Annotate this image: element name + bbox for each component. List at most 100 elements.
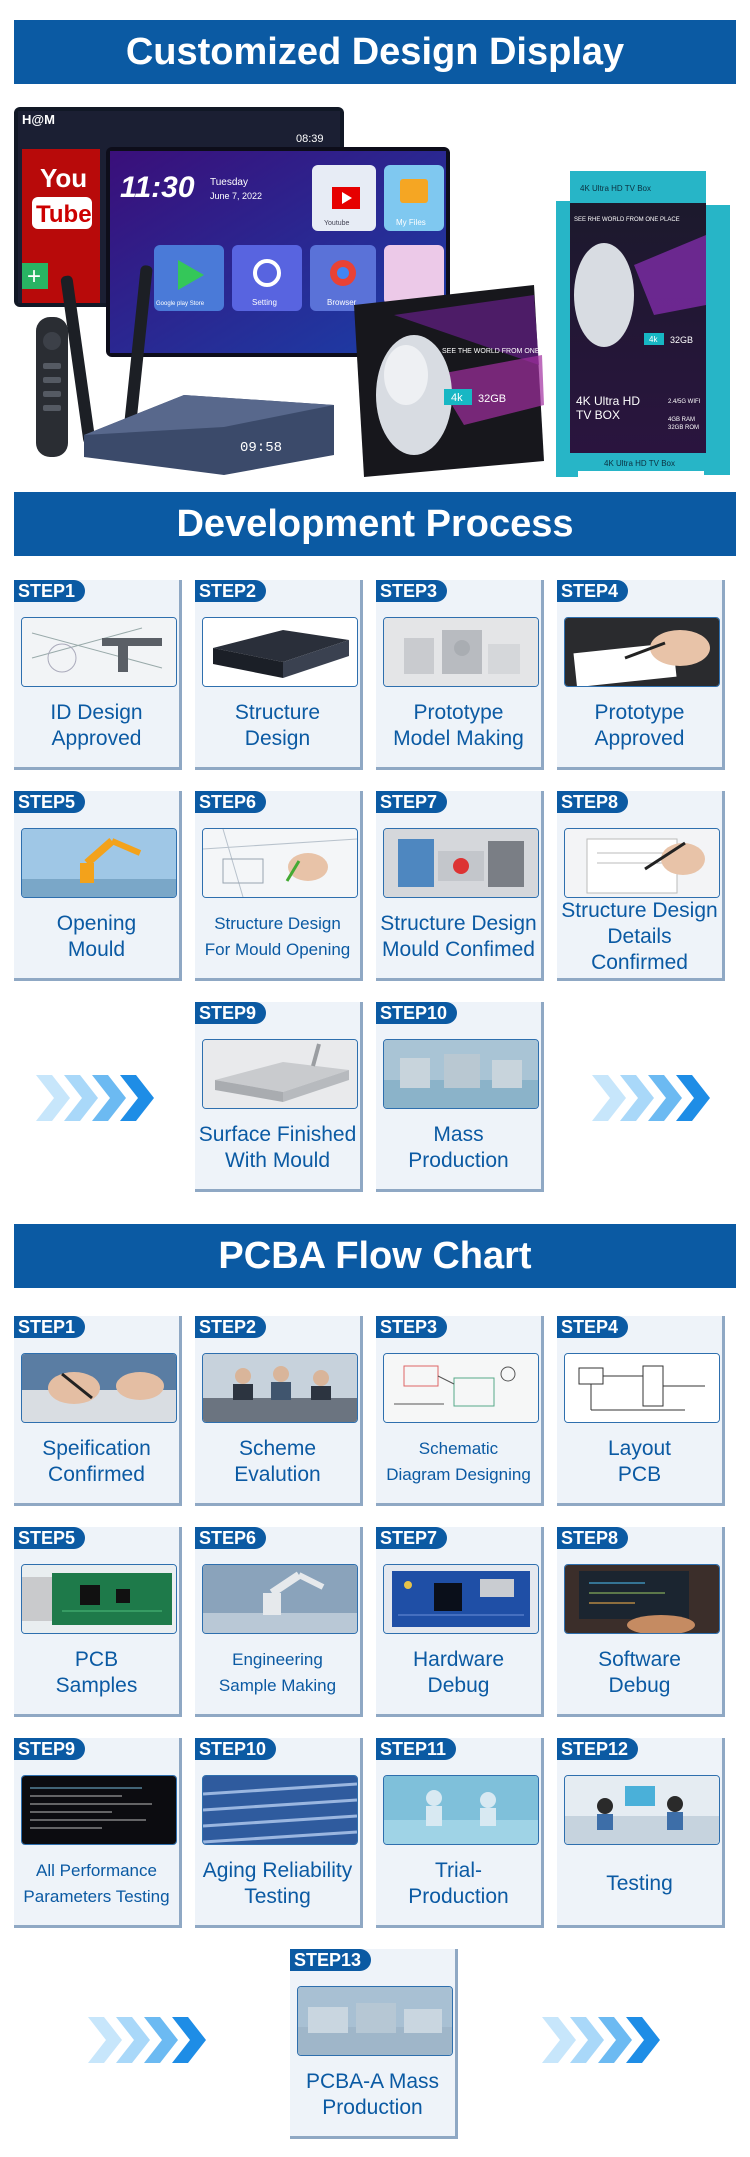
svg-text:32GB: 32GB [670,335,693,345]
section-title: Customized Design Display [125,30,625,73]
step-label: Layout PCB [607,1437,672,1486]
step-label: Aging Reliability Testing [202,1859,353,1908]
step-label: Software Debug [598,1648,681,1697]
step-badge: STEP3 [376,580,448,602]
step-label: Trial- Production [408,1859,509,1908]
customized-design-banner: Customized Design Display [14,20,736,84]
step-badge: STEP6 [195,791,267,813]
step-label: ID Design Approved [50,701,143,750]
step-label: Prototype Model Making [393,701,524,750]
step-badge: STEP10 [195,1738,277,1760]
svg-text:4GB RAM: 4GB RAM [668,417,695,423]
step-label: Hardware Debug [412,1648,505,1697]
svg-text:SEE THE WORLD FROM ONE PLACE: SEE THE WORLD FROM ONE PLACE [442,348,565,355]
retail-package: 4K Ultra HD TV Box SEE RHE WORLD FROM ON… [556,171,730,477]
step-badge: STEP4 [557,580,629,602]
svg-text:4K Ultra HD TV Box: 4K Ultra HD TV Box [580,184,651,193]
pcba-flow-banner: PCBA Flow Chart [14,1224,736,1288]
section-title: Development Process [176,502,574,545]
meeting-icon [202,1353,358,1423]
svg-text:4K Ultra HD TV Box: 4K Ultra HD TV Box [604,459,675,468]
testing-workers-icon [564,1775,720,1845]
step-label: PCBA-A Mass Production [305,2070,440,2119]
circuit-layout-icon [564,1353,720,1423]
laptop-code-icon [564,1564,720,1634]
step-badge: STEP2 [195,580,267,602]
pcb-board-icon [21,1564,177,1634]
clean-room-icon [383,1775,539,1845]
step-label: Opening Mould [56,912,137,961]
product-showcase: H@M 08:39 You Tube + 11:30 Tuesday June … [14,105,736,485]
svg-text:09:58: 09:58 [240,440,282,456]
step-badge: STEP12 [557,1738,639,1760]
finished-box-icon [202,1039,358,1109]
mould-machine-icon [383,828,539,898]
svg-text:Youtube: Youtube [324,220,350,227]
step-label: Structure Design For Mould Opening [204,914,351,959]
step-label: Mass Production [408,1123,509,1172]
drafting-icon [202,828,358,898]
step-badge: STEP5 [14,1527,86,1549]
svg-text:2.4/5G WIFI: 2.4/5G WIFI [668,399,701,405]
svg-text:Setting: Setting [252,298,277,307]
lab-robot-icon [202,1564,358,1634]
step-badge: STEP7 [376,1527,448,1549]
step-badge: STEP8 [557,1527,629,1549]
step-label: Structure Design Mould Confimed [380,912,537,961]
svg-text:11:30: 11:30 [120,171,195,204]
svg-text:You: You [40,163,87,193]
step-badge: STEP10 [376,1002,458,1024]
step-label: PCB Samples [55,1648,138,1697]
caliper-drawing-icon [21,617,177,687]
svg-text:My Files: My Files [396,218,426,227]
chevron-arrows-icon [542,2017,660,2063]
writing-hand-icon [21,1353,177,1423]
svg-text:H@M: H@M [22,112,55,127]
step-badge: STEP4 [557,1316,629,1338]
step-badge: STEP9 [14,1738,86,1760]
step-label: Testing [606,1872,673,1895]
device-structure-icon [202,617,358,687]
tv-box: 09:58 [60,265,334,475]
section-title: PCBA Flow Chart [218,1234,532,1277]
svg-text:32GB ROM: 32GB ROM [668,425,699,431]
step-label: Structure Design [234,701,321,750]
schematic-icon [383,1353,539,1423]
step-badge: STEP5 [14,791,86,813]
step-label: Schematic Diagram Designing [386,1439,531,1484]
svg-text:June 7, 2022: June 7, 2022 [210,191,262,201]
signing-document-icon [564,617,720,687]
svg-text:Google play Store: Google play Store [156,301,205,307]
step-label: Engineering Sample Making [218,1650,337,1695]
step-badge: STEP1 [14,1316,86,1338]
hardware-board-icon [383,1564,539,1634]
step-badge: STEP8 [557,791,629,813]
terminal-icon [21,1775,177,1845]
svg-text:4K Ultra HD: 4K Ultra HD [576,394,640,408]
svg-text:SEE RHE WORLD FROM ONE PLACE: SEE RHE WORLD FROM ONE PLACE [574,217,680,223]
step-badge: STEP2 [195,1316,267,1338]
production-line-icon [383,1039,539,1109]
chevron-arrows-icon [88,2017,206,2063]
step-badge: STEP13 [290,1949,372,1971]
step-label: Surface Finished With Mould [198,1123,357,1172]
clipboard-icon [564,828,720,898]
